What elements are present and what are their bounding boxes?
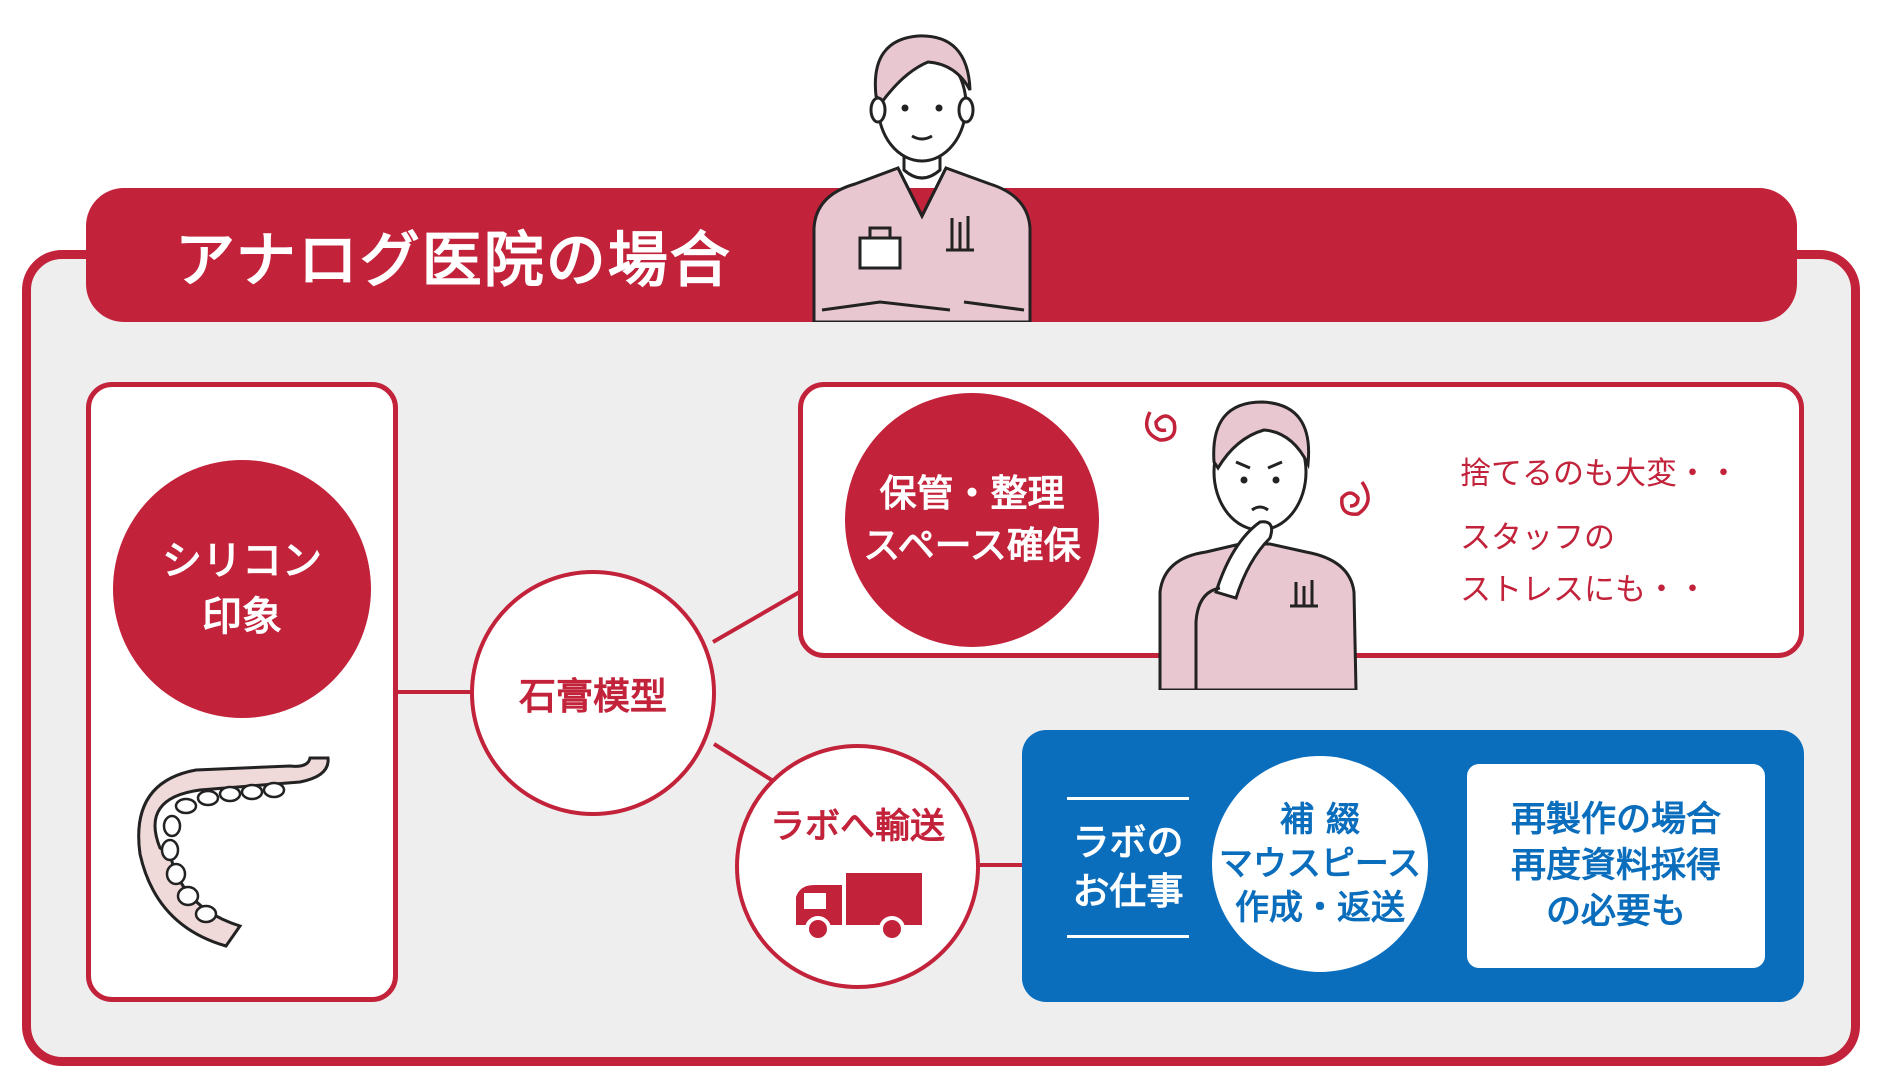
- lab-task-line3: 作成・返送: [1235, 888, 1405, 929]
- lab-work-label: ラボの お仕事: [1067, 797, 1189, 938]
- lab-task-line1: 補 綴: [1280, 799, 1360, 840]
- stress-comment-2-line1: スタッフの: [1460, 520, 1615, 556]
- connector-line: [398, 690, 470, 694]
- lab-tasks-circle: 補 綴 マウスピース 作成・返送: [1212, 756, 1428, 972]
- storage-label-line2: スペース確保: [863, 524, 1081, 567]
- dizzy-swirl-icon: [1144, 411, 1370, 516]
- remake-note-line1: 再製作の場合: [1510, 799, 1721, 840]
- dental-tray-icon: [137, 756, 330, 948]
- remake-note-line2: 再度資料採得: [1510, 845, 1721, 886]
- storage-label-line1: 保管・整理: [879, 472, 1065, 516]
- remake-note-box: 再製作の場合 再度資料採得 の必要も: [1467, 764, 1765, 968]
- stress-comment-2-line2: ストレスにも・・: [1460, 572, 1708, 608]
- impression-label-line1: シリコン: [162, 538, 322, 584]
- remake-note-line3: の必要も: [1545, 892, 1686, 933]
- storage-circle: 保管・整理 スペース確保: [845, 393, 1099, 647]
- plaster-model-circle: 石膏模型: [470, 570, 716, 816]
- truck-icon: [795, 873, 922, 942]
- impression-circle: シリコン 印象: [113, 460, 371, 718]
- plaster-model-label: 石膏模型: [519, 675, 667, 718]
- lab-task-line2: マウスピース: [1218, 843, 1422, 884]
- stress-comment-1: 捨てるのも大変・・: [1460, 456, 1739, 492]
- page-title: アナログ医院の場合: [175, 226, 732, 296]
- impression-label-line2: 印象: [202, 594, 282, 640]
- transport-circle: ラボへ輸送: [735, 744, 980, 989]
- lab-work-line2: お仕事: [1072, 869, 1184, 913]
- dentist-illustration: [812, 34, 1032, 322]
- connector-line: [980, 863, 1024, 867]
- lab-work-line1: ラボの: [1072, 821, 1184, 865]
- transport-label: ラボへ輸送: [769, 807, 945, 847]
- worried-staff-illustration: [1144, 400, 1370, 690]
